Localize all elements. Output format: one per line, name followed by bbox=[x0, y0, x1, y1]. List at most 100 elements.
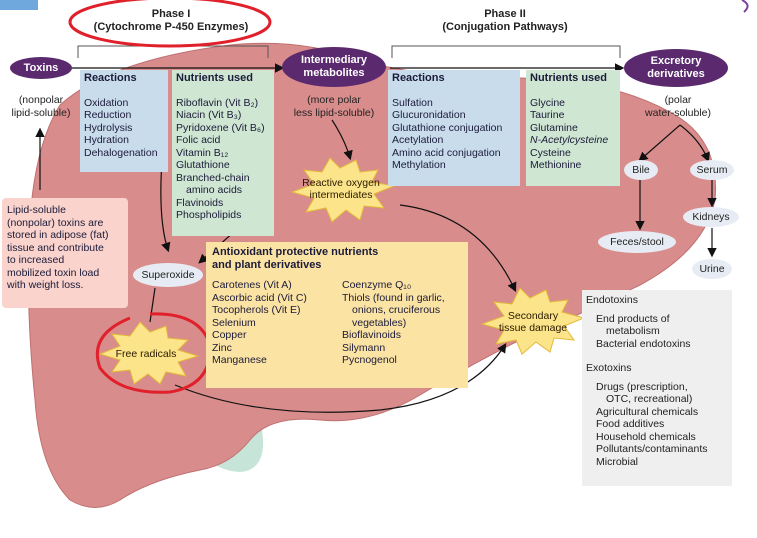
toxins-desc-line2: lipid-soluble) bbox=[11, 106, 71, 119]
corner-arc bbox=[741, 0, 749, 13]
free-radicals-star bbox=[98, 321, 200, 385]
phase2-nutrient-item: Glycine bbox=[530, 96, 566, 109]
excretory-desc: (polar water-soluble) bbox=[636, 94, 720, 119]
exotoxin-item: Microbial bbox=[596, 455, 639, 468]
excretory-line1: Excretory bbox=[650, 55, 702, 67]
antioxidant-item: Ascorbic acid (Vit C) bbox=[212, 291, 307, 304]
antioxidant-item: Thiols (found in garlic, bbox=[342, 291, 445, 304]
phase2-nutrients-box: Nutrients used Glycine Taurine Glutamine… bbox=[526, 70, 620, 186]
lipid-note-line: mobilized toxin load bbox=[7, 266, 100, 279]
phase1-nutrient-item: Riboflavin (Vit B₂) bbox=[176, 96, 259, 109]
antioxidant-item: Bioflavinoids bbox=[342, 329, 401, 341]
antioxidants-title-line1: Antioxidant protective nutrients bbox=[212, 246, 379, 258]
secondary-line2: tissue damage bbox=[498, 322, 568, 334]
phase1-nutrient-item: Folic acid bbox=[176, 134, 221, 146]
intermediary-line2: metabolites bbox=[303, 67, 365, 79]
urine-label: Urine bbox=[699, 263, 725, 275]
phase2-reaction-item: Methylation bbox=[392, 159, 446, 171]
phase1-reaction-item: Oxidation bbox=[84, 96, 129, 109]
toxins-oval: Toxins bbox=[10, 57, 72, 79]
serum-label: Serum bbox=[696, 164, 728, 176]
secondary-damage-star bbox=[480, 287, 586, 355]
feces-label: Feces/stool bbox=[610, 236, 664, 248]
secondary-damage-label: Secondary tissue damage bbox=[488, 310, 578, 334]
phase2-nutrient-item: Glutamine bbox=[530, 121, 578, 134]
toxins-label: Toxins bbox=[23, 61, 59, 74]
free-radicals-highlight bbox=[95, 312, 212, 394]
urine-node: Urine bbox=[692, 259, 732, 279]
antioxidant-item: onions, cruciferous bbox=[352, 304, 441, 316]
endotoxin-item: End products of bbox=[596, 312, 670, 325]
phase1-nutrient-item: Glutathione bbox=[176, 159, 230, 171]
phase2-reaction-item: Glucuronidation bbox=[392, 109, 466, 121]
antioxidant-item: Coenzyme Q₁₀ bbox=[342, 279, 412, 291]
serum-node: Serum bbox=[690, 160, 734, 180]
superoxide-oval: Superoxide bbox=[133, 263, 203, 287]
antioxidants-box: Antioxidant protective nutrients and pla… bbox=[206, 242, 468, 388]
secondary-line1: Secondary bbox=[507, 310, 559, 322]
phase1-nutrients-box: Nutrients used Riboflavin (Vit B₂) Niaci… bbox=[172, 70, 274, 236]
endotoxin-item: metabolism bbox=[606, 325, 660, 337]
antioxidant-item: Pycnogenol bbox=[342, 354, 397, 366]
lipid-note-line: stored in adipose (fat) bbox=[7, 229, 109, 241]
exotoxin-item: Pollutants/contaminants bbox=[596, 443, 708, 455]
lipid-note-line: tissue and contribute bbox=[7, 241, 104, 254]
arrow-intermediary-reactive bbox=[331, 119, 353, 161]
intermediary-desc: (more polar less lipid-soluble) bbox=[284, 94, 384, 119]
phase2-nutrient-item: Cysteine bbox=[530, 146, 571, 159]
phase2-nutrient-item: N-Acetylcysteine bbox=[530, 134, 609, 146]
phase2-subtitle: (Conjugation Pathways) bbox=[442, 21, 568, 33]
antioxidant-item: Silymann bbox=[342, 341, 386, 354]
phase2-bracket bbox=[391, 45, 621, 58]
kidneys-node: Kidneys bbox=[683, 207, 739, 227]
antioxidant-item: Manganese bbox=[212, 354, 267, 366]
lipid-note-line: (nonpolar) toxins are bbox=[7, 216, 104, 229]
excretory-desc-line2: water-soluble) bbox=[645, 106, 711, 119]
toxins-desc-line1: (nonpolar bbox=[18, 94, 64, 106]
intermediary-line1: Intermediary bbox=[300, 54, 368, 66]
antioxidant-item: Zinc bbox=[212, 341, 232, 354]
intermediary-desc-line1: (more polar bbox=[307, 94, 361, 106]
phase1-header: Phase I (Cytochrome P-450 Enzymes) bbox=[78, 8, 264, 34]
arrow-excretory-serum bbox=[679, 124, 710, 163]
phase1-reaction-item: Hydration bbox=[84, 134, 129, 146]
phase1-nutrient-item: Vitamin B₁₂ bbox=[176, 146, 229, 159]
arrow-excretory-bile bbox=[638, 124, 681, 162]
antioxidant-item: Carotenes (Vit A) bbox=[212, 279, 292, 291]
antioxidant-item: Tocopherols (Vit E) bbox=[212, 304, 301, 316]
excretory-oval: Excretory derivatives bbox=[624, 49, 728, 87]
phase2-reaction-item: Sulfation bbox=[392, 96, 433, 109]
phase2-reactions-title: Reactions bbox=[392, 72, 445, 84]
toxins-desc: (nonpolar lipid-soluble) bbox=[6, 94, 76, 119]
lipid-note-box: Lipid-soluble (nonpolar) toxins are stor… bbox=[2, 198, 128, 308]
reactive-oxygen-label: Reactive oxygen intermediates bbox=[296, 177, 386, 201]
exotoxin-item: Household chemicals bbox=[596, 430, 696, 443]
phase1-reaction-item: Reduction bbox=[84, 109, 132, 121]
endotoxins-title: Endotoxins bbox=[586, 294, 638, 306]
exotoxin-item: Agricultural chemicals bbox=[596, 405, 699, 418]
arrow-reactive-secondary bbox=[399, 204, 517, 293]
arrow-superoxide-free bbox=[149, 287, 156, 323]
free-radicals-label: Free radicals bbox=[115, 348, 177, 360]
phase1-nutrients-title: Nutrients used bbox=[176, 72, 254, 84]
phase1-title: Phase I bbox=[151, 8, 191, 20]
phase2-title: Phase II bbox=[484, 8, 526, 20]
phase1-nutrient-item: Phospholipids bbox=[176, 209, 242, 221]
bile-node: Bile bbox=[624, 160, 658, 180]
arrow-free-secondary bbox=[174, 342, 507, 413]
phase1-nutrient-item: amino acids bbox=[186, 184, 243, 196]
reactive-oxygen-line1: Reactive oxygen bbox=[302, 177, 380, 189]
intermediary-desc-line2: less lipid-soluble) bbox=[293, 106, 375, 119]
antioxidant-item: vegetables) bbox=[352, 316, 407, 329]
lipid-note-line: Lipid-soluble bbox=[7, 204, 66, 216]
phase2-nutrient-item: Taurine bbox=[530, 109, 565, 121]
exotoxin-item: OTC, recreational) bbox=[606, 393, 693, 405]
phase1-reactions-box: Reactions Oxidation Reduction Hydrolysis… bbox=[80, 70, 168, 172]
phase1-subtitle: (Cytochrome P-450 Enzymes) bbox=[93, 21, 249, 33]
lipid-note-line: with weight loss. bbox=[7, 279, 84, 291]
feces-node: Feces/stool bbox=[598, 231, 676, 253]
reactive-oxygen-star bbox=[290, 157, 396, 223]
phase1-nutrient-item: Pyridoxene (Vit B₆) bbox=[176, 121, 265, 134]
superoxide-label: Superoxide bbox=[141, 269, 195, 281]
phase2-header: Phase II (Conjugation Pathways) bbox=[410, 8, 600, 34]
